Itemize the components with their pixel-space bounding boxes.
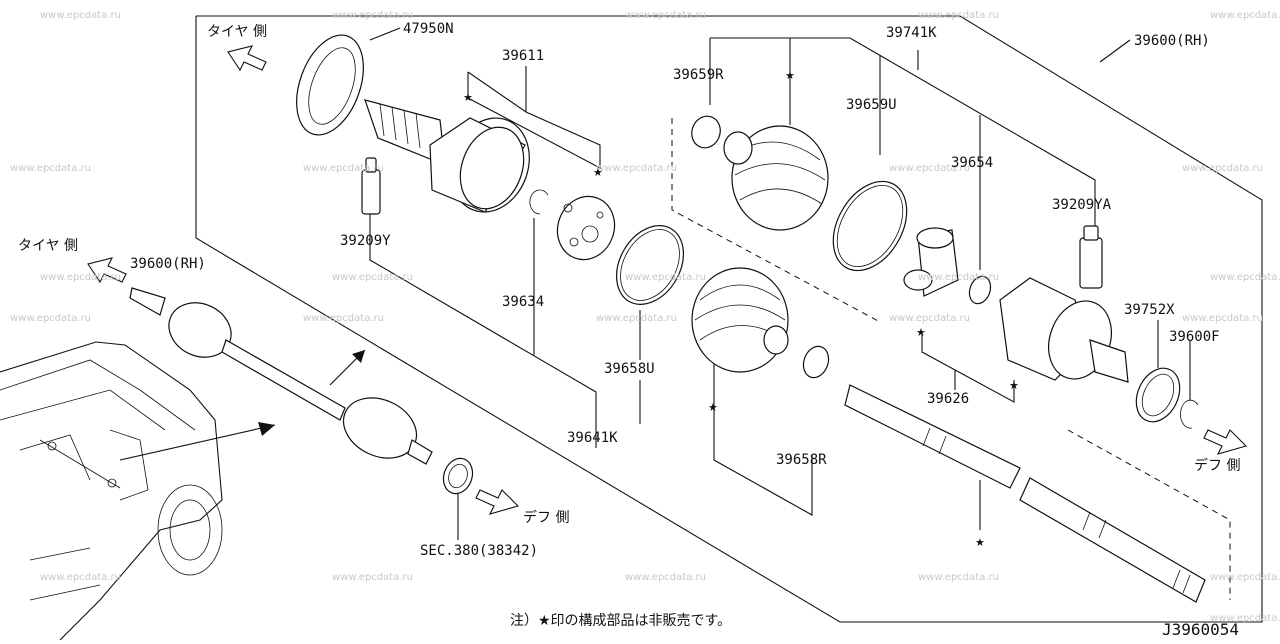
part-label-39209YA: 39209YA xyxy=(1052,197,1112,213)
part-label-39634: 39634 xyxy=(502,294,545,310)
direction-diff-side-left: デフ 側 xyxy=(523,510,570,526)
watermark: www.epcdata.ru xyxy=(596,313,677,324)
star-marker: ★ xyxy=(1009,379,1019,392)
watermark: www.epcdata.ru xyxy=(889,163,970,174)
panel-outline xyxy=(195,15,1263,623)
star-marker: ★ xyxy=(975,536,985,549)
part-label-47950N: 47950N xyxy=(403,21,454,37)
direction-diff-side-right: デフ 側 xyxy=(1194,458,1241,474)
watermark: www.epcdata.ru xyxy=(1182,313,1263,324)
watermark: www.epcdata.ru xyxy=(1182,163,1263,174)
part-label-39659U: 39659U xyxy=(846,97,897,113)
watermark: www.epcdata.ru xyxy=(625,10,706,21)
watermark: www.epcdata.ru xyxy=(332,272,413,283)
watermark: www.epcdata.ru xyxy=(332,572,413,583)
part-label-39611: 39611 xyxy=(502,48,545,64)
star-marker: ★ xyxy=(916,326,926,339)
direction-tire-side-left: タイヤ 側 xyxy=(18,238,79,254)
watermark: www.epcdata.ru xyxy=(40,272,121,283)
star-marker: ★ xyxy=(593,166,603,179)
watermark: www.epcdata.ru xyxy=(918,272,999,283)
star-marker: ★ xyxy=(463,91,473,104)
part-label-39659R: 39659R xyxy=(673,67,724,83)
direction-tire-side-top: タイヤ 側 xyxy=(207,24,268,40)
watermark: www.epcdata.ru xyxy=(918,572,999,583)
watermark: www.epcdata.ru xyxy=(889,313,970,324)
part-label-39209Y: 39209Y xyxy=(340,233,391,249)
part-label-39600RH-top: 39600(RH) xyxy=(1134,33,1210,49)
watermark: www.epcdata.ru xyxy=(625,272,706,283)
part-label-39654: 39654 xyxy=(951,155,994,171)
star-marker: ★ xyxy=(708,401,718,414)
part-label-39600RH-left: 39600(RH) xyxy=(130,256,206,272)
watermark: www.epcdata.ru xyxy=(303,313,384,324)
part-label-39641K: 39641K xyxy=(567,430,618,446)
watermark: www.epcdata.ru xyxy=(1210,613,1280,624)
watermark: www.epcdata.ru xyxy=(625,572,706,583)
watermark: www.epcdata.ru xyxy=(303,163,384,174)
part-label-39741K: 39741K xyxy=(886,25,937,41)
watermark: www.epcdata.ru xyxy=(1210,10,1280,21)
part-label-39658U: 39658U xyxy=(604,361,655,377)
watermark: www.epcdata.ru xyxy=(1210,272,1280,283)
part-label-39658R: 39658R xyxy=(776,452,827,468)
footnote: 注）★印の構成部品は非販売です。 xyxy=(510,613,732,629)
watermark: www.epcdata.ru xyxy=(10,163,91,174)
watermark: www.epcdata.ru xyxy=(918,10,999,21)
diagram-code: J3960054 xyxy=(1162,620,1240,639)
watermark: www.epcdata.ru xyxy=(10,313,91,324)
watermark: www.epcdata.ru xyxy=(40,10,121,21)
watermark: www.epcdata.ru xyxy=(596,163,677,174)
part-label-39626: 39626 xyxy=(927,391,970,407)
watermark: www.epcdata.ru xyxy=(332,10,413,21)
watermark: www.epcdata.ru xyxy=(40,572,121,583)
part-label-sec380: SEC.380(38342) xyxy=(420,543,539,559)
part-label-39600F: 39600F xyxy=(1169,329,1220,345)
inner-dash-boundary xyxy=(671,118,881,323)
star-marker: ★ xyxy=(785,69,795,82)
vehicle-outline xyxy=(0,341,223,641)
part-label-39752X: 39752X xyxy=(1124,302,1175,318)
watermark: www.epcdata.ru xyxy=(1210,572,1280,583)
